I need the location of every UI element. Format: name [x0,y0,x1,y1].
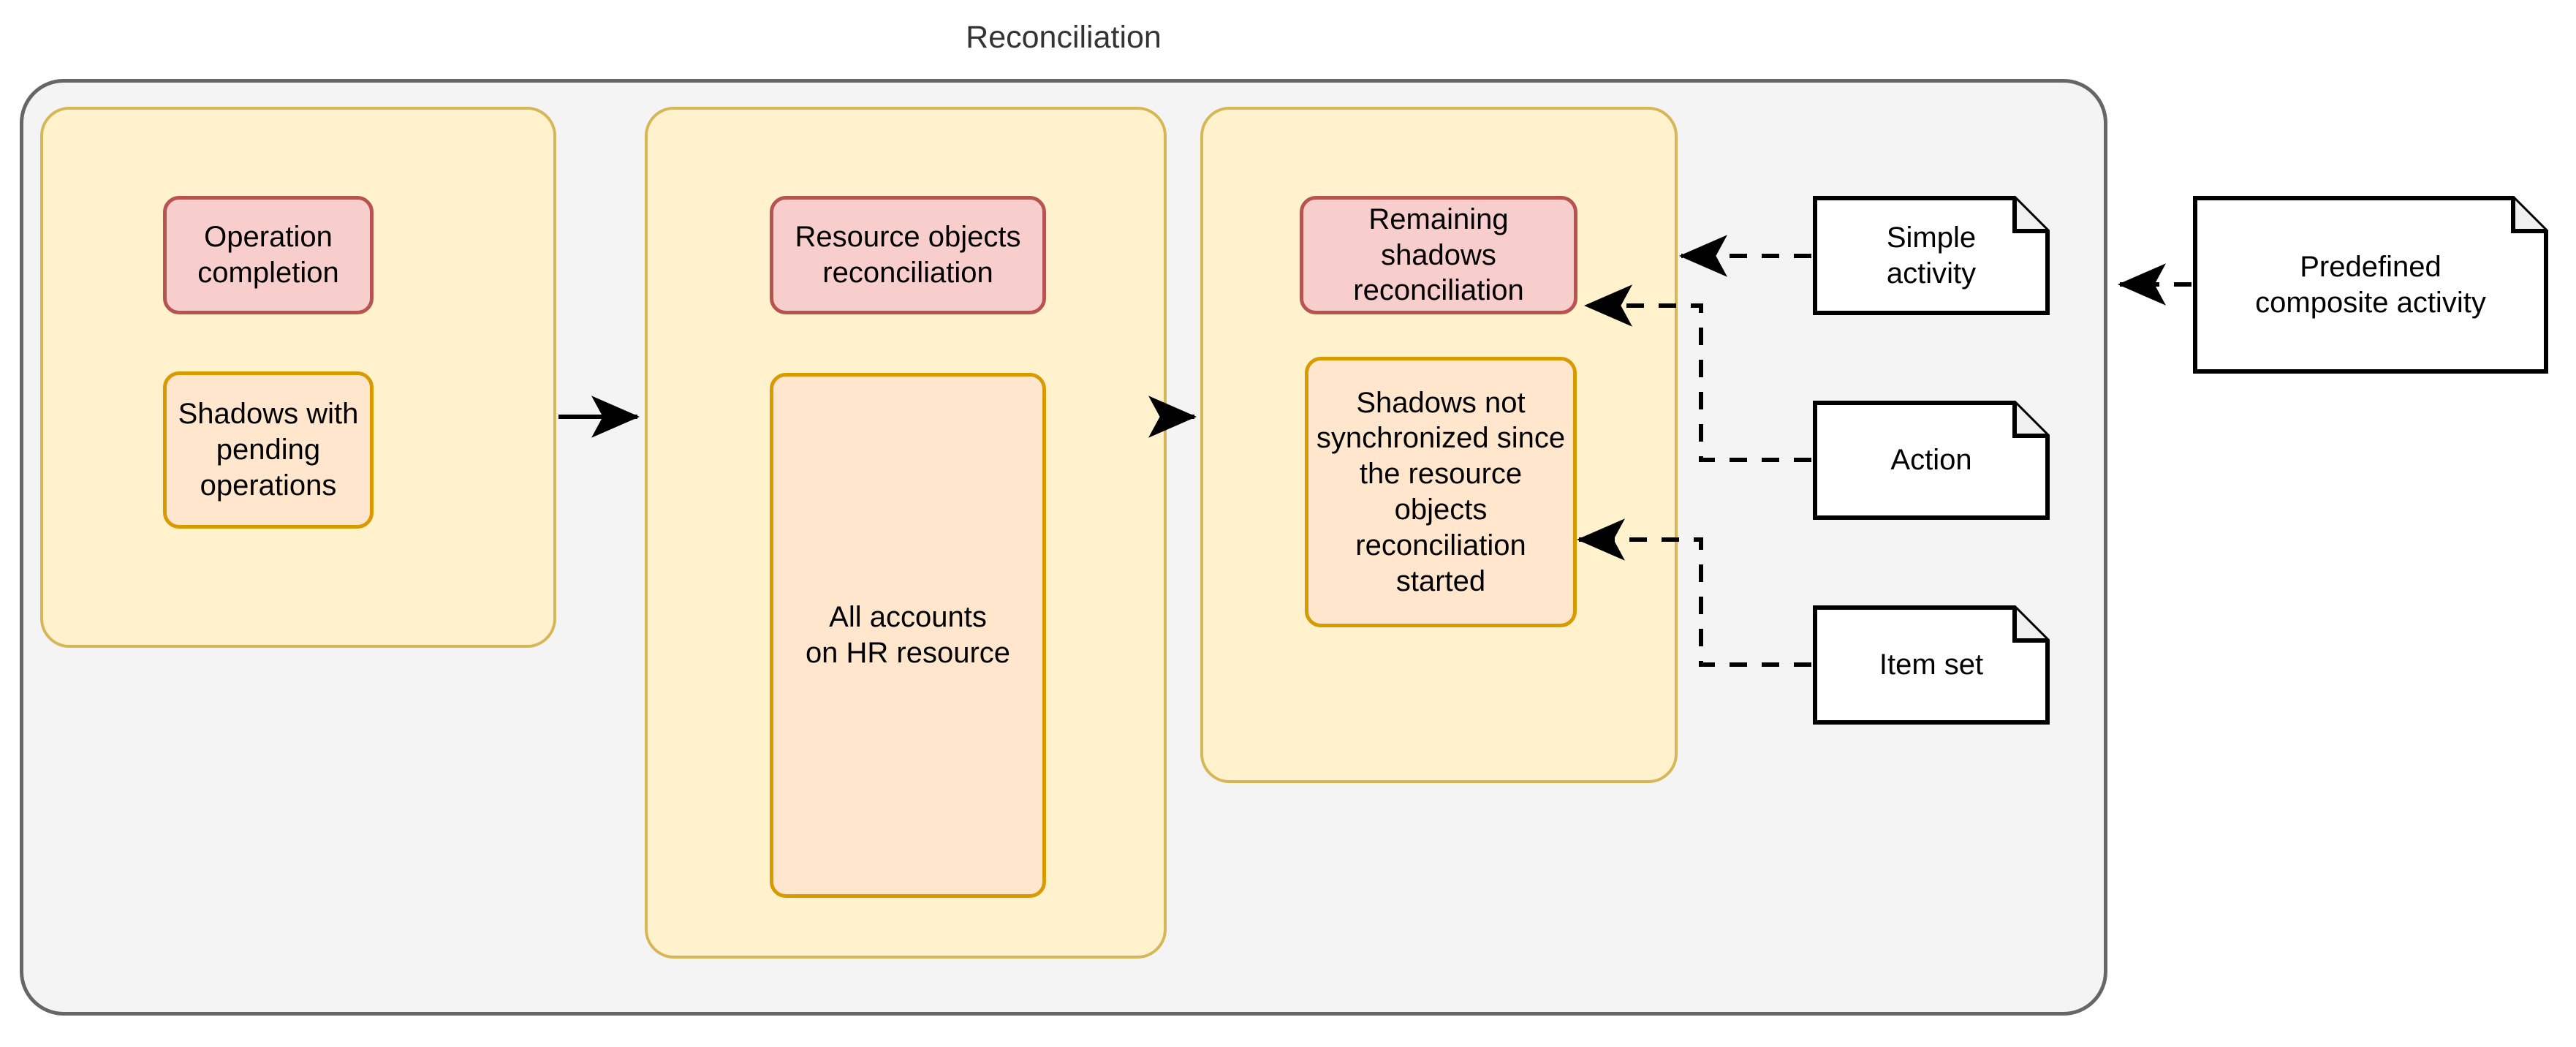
note-action-label: Action [1890,444,1972,477]
note-action[interactable]: Action [1813,401,2050,520]
note-shape-icon [1813,196,2050,315]
note-shape-icon [1813,401,2050,520]
note-shape-icon [1813,605,2050,725]
page-title: Reconciliation [966,20,1162,55]
note-item-set[interactable]: Item set [1813,605,2050,725]
note-shape-icon [2193,196,2548,374]
note-item-set-label: Item set [1879,649,1984,681]
